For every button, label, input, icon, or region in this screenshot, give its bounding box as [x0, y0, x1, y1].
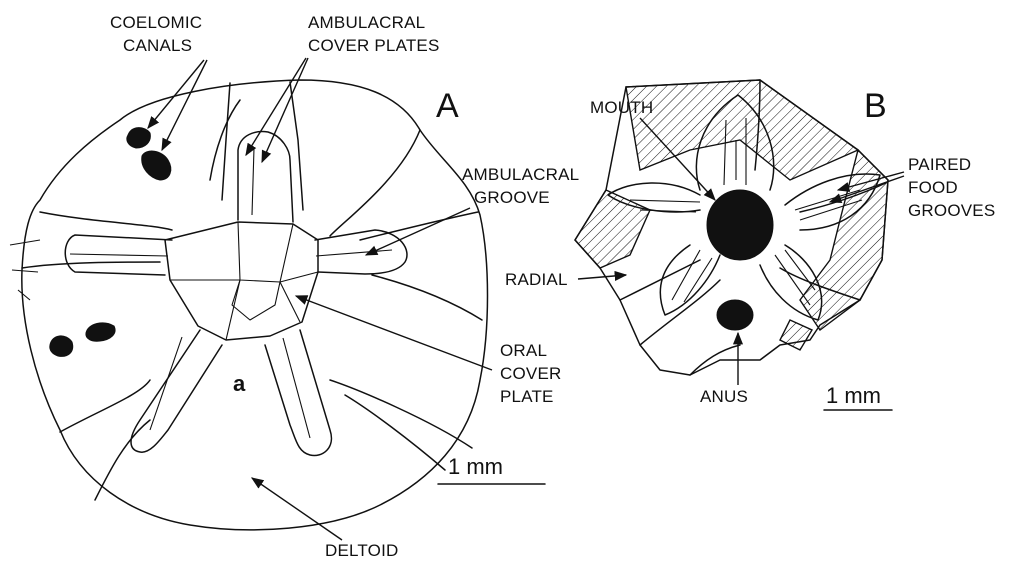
hatched-area-bottom	[780, 320, 812, 350]
paired-food-grooves-label-line1: PAIRED	[908, 155, 971, 174]
ambulacral-cover-plates-label-line1: AMBULACRAL	[308, 13, 425, 32]
oral-cover-plate-arrow	[296, 296, 492, 370]
theca-outline-a	[22, 80, 488, 530]
panel-letter-b: B	[864, 87, 887, 125]
paired-food-grooves-label-line2: FOOD	[908, 178, 958, 197]
radial-label: RADIAL	[505, 270, 568, 289]
scale-label-b: 1 mm	[826, 383, 881, 408]
oral-cover-plate-label-line3: PLATE	[500, 387, 554, 406]
paired-food-grooves-label-line3: GROOVES	[908, 201, 995, 220]
deltoid-arrow	[252, 478, 342, 540]
mouth-opening	[707, 190, 773, 260]
panel-b-drawing	[575, 80, 888, 375]
mouth-label: MOUTH	[590, 98, 653, 117]
coelomic-canals-arrow-1	[148, 60, 204, 128]
ambulacral-cover-plates-arrow-2	[262, 58, 308, 162]
coelomic-canals-label-line2: CANALS	[123, 36, 192, 55]
panel-letter-a: A	[436, 87, 459, 125]
ambulacral-groove-label-line2: GROOVE	[474, 188, 550, 207]
oral-cover-plate-label-line2: COVER	[500, 364, 561, 383]
radial-arrow	[578, 275, 626, 279]
scale-label-a: 1 mm	[448, 454, 503, 479]
deltoid-label: DELTOID	[325, 541, 399, 560]
plate-label-a: a	[233, 371, 246, 396]
anus-opening	[717, 300, 753, 330]
panel-a-drawing	[10, 80, 488, 530]
coelomic-canals-arrow-2	[162, 60, 207, 150]
oral-cover-plates-a	[165, 222, 318, 340]
ambulacral-groove-label-line1: AMBULACRAL	[462, 165, 579, 184]
coelomic-canals-label-line1: COELOMIC	[110, 13, 202, 32]
hatched-area-left	[575, 190, 650, 268]
ambulacral-cover-plates-label-line2: COVER PLATES	[308, 36, 440, 55]
ambulacral-cover-plates-arrow-1	[246, 58, 306, 155]
hatched-area-top	[626, 80, 858, 180]
oral-cover-plate-label-line1: ORAL	[500, 341, 547, 360]
edge-sketch-marks	[10, 240, 40, 300]
anus-label: ANUS	[700, 387, 748, 406]
